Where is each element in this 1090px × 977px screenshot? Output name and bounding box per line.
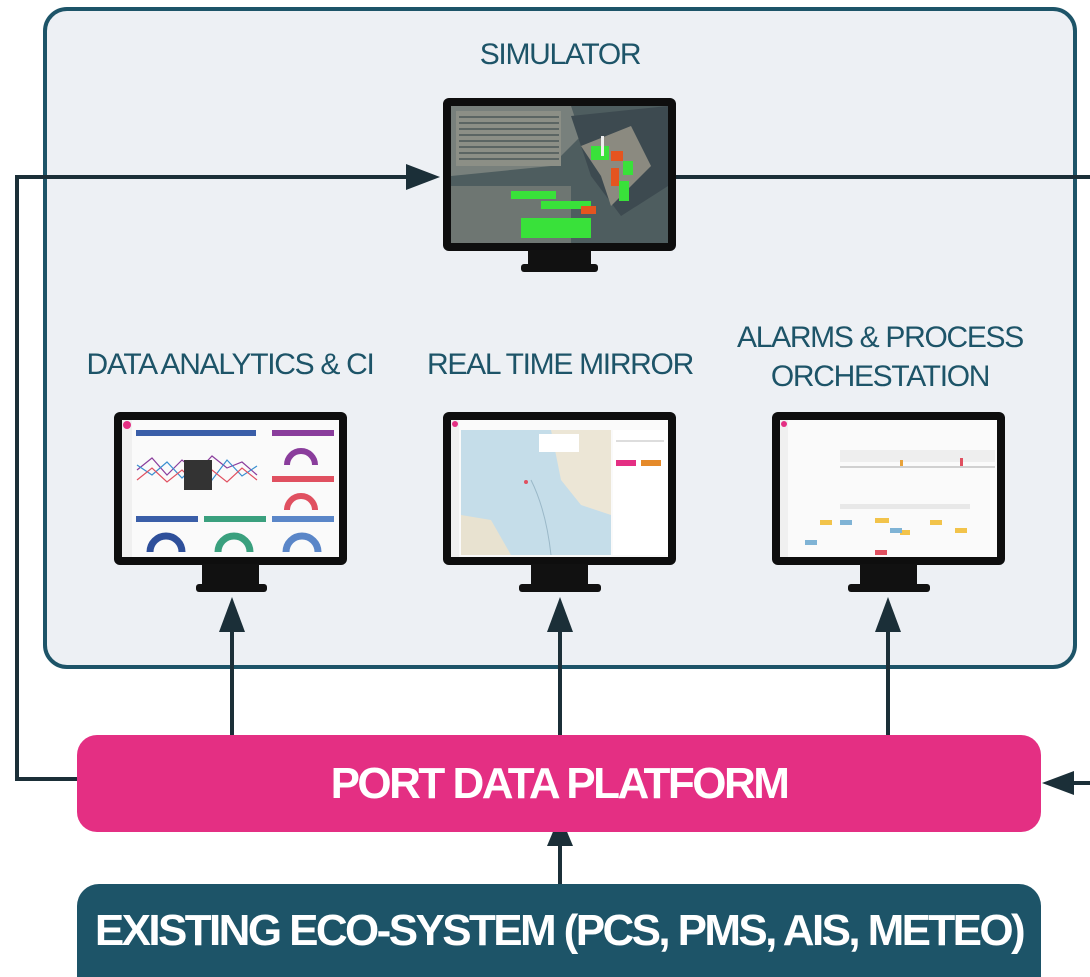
simulator-label: SIMULATOR [479,38,642,71]
simulator-monitor [443,98,676,276]
arrowhead-mirror [547,597,573,632]
data-analytics-screen [122,420,339,557]
existing-ecosystem-label: EXISTING ECO-SYSTEM (PCS, PMS, AIS, METE… [94,905,1026,955]
port-data-platform-label: PORT DATA PLATFORM [330,758,790,808]
real-time-mirror-screen [451,420,668,557]
arrowhead-analytics [219,597,245,632]
real-time-mirror-label: REAL TIME MIRROR [427,348,694,381]
alarms-monitor [772,412,1005,594]
alarms-label-line1: ALARMS & PROCESS [737,321,1024,354]
arrowhead-simulator [406,164,440,190]
data-analytics-monitor [114,412,347,594]
alarms-label-line2: ORCHESTATION [770,360,991,393]
port-data-platform-box: PORT DATA PLATFORM [77,735,1041,832]
arrowhead-alarms [875,597,901,632]
platform-to-simulator-connector [15,175,410,781]
simulator-screen [451,106,668,243]
alarms-screen [780,420,997,557]
arrowhead-external [1042,771,1074,795]
existing-ecosystem-box: EXISTING ECO-SYSTEM (PCS, PMS, AIS, METE… [77,884,1041,977]
real-time-mirror-monitor [443,412,676,594]
data-analytics-label: DATA ANALYTICS & CI [86,348,374,381]
